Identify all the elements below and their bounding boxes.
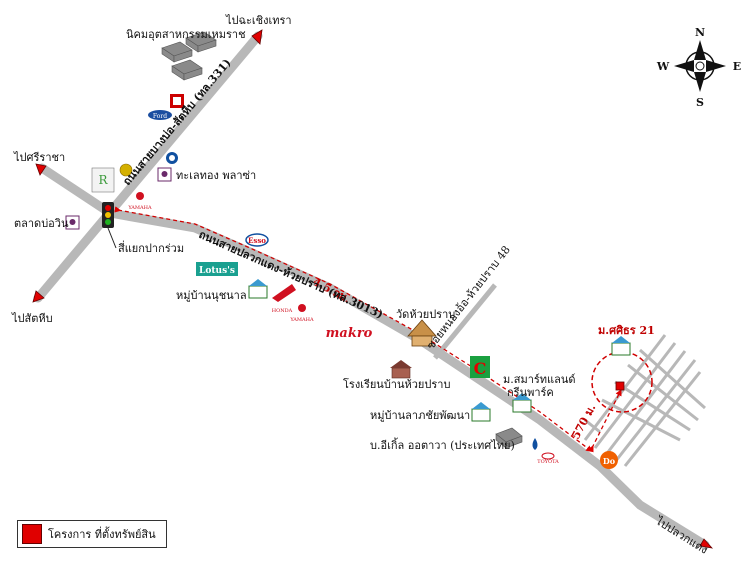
label-yaek-pak-ruam: สี่แยกปากร่วม bbox=[118, 240, 184, 255]
makro-logo: makro bbox=[326, 326, 373, 341]
label-school: โรงเรียนบ้านห้วยปราบ bbox=[343, 377, 450, 391]
water-drop-icon bbox=[532, 438, 538, 450]
arrow-sriracha-icon bbox=[35, 163, 47, 176]
label-dist-570: 570 ม. bbox=[569, 402, 598, 442]
svg-text:TOYOTA: TOYOTA bbox=[537, 459, 559, 465]
traffic-light-icon bbox=[102, 202, 117, 249]
label-industrial-estate: นิคมอุตสาหกรรมเหมราช bbox=[126, 28, 246, 41]
legend-swatch bbox=[22, 524, 42, 544]
label-road-soi: ซอยหนองอ้อ-ห้วยปราบ 48 bbox=[424, 243, 513, 352]
svg-text:YAMAHA: YAMAHA bbox=[127, 205, 152, 211]
destination-circle bbox=[591, 351, 653, 413]
compass-icon bbox=[674, 40, 726, 92]
compass-s: S bbox=[696, 96, 704, 109]
toyota-icon bbox=[541, 452, 555, 460]
svg-text:YAMAHA: YAMAHA bbox=[289, 317, 314, 323]
label-to-sriracha: ไปศรีราชา bbox=[13, 151, 65, 164]
arrow-pluak-daeng-icon bbox=[699, 538, 714, 549]
road-sriracha bbox=[37, 163, 115, 218]
factory-icons bbox=[161, 31, 217, 81]
label-to-sattahip: ไปสัตหีบ bbox=[11, 312, 53, 325]
label-eagle: บ.อีเกิ้ล ออตาวา (ประเทศไทย) bbox=[370, 437, 515, 452]
lotus-logo bbox=[196, 262, 238, 276]
property-marker bbox=[615, 381, 625, 391]
svg-text:R: R bbox=[98, 173, 108, 187]
legend: โครงการ ที่ตั้งทรัพย์สิน bbox=[17, 520, 167, 548]
village-lakchai-icon bbox=[471, 402, 491, 422]
label-talay-thong: ทะเลทอง พลาซ่า bbox=[176, 169, 256, 182]
arrow-sattahip-icon bbox=[32, 290, 45, 303]
compass-e: E bbox=[733, 60, 741, 73]
esso-icon bbox=[245, 233, 269, 247]
label-to-pluak-daeng: ไปปลวกแดง bbox=[653, 514, 711, 557]
compass-w: W bbox=[656, 60, 670, 73]
svg-text:Lotus's: Lotus's bbox=[199, 266, 235, 276]
temple-icon bbox=[407, 319, 437, 347]
school-icon bbox=[390, 360, 412, 379]
do-logo-icon bbox=[600, 451, 618, 469]
route-570m bbox=[587, 389, 622, 453]
eagle-factory-icon bbox=[495, 427, 523, 449]
coin-icon bbox=[119, 163, 133, 177]
label-to-chachoengsao: ไปฉะเชิงเทรา bbox=[225, 14, 292, 27]
label-mu-ban-lakchai: หมู่บ้านลาภชัยพัฒนา bbox=[370, 409, 470, 422]
label-smart-home: ม.สมาร์ทแลนด์ bbox=[503, 373, 576, 386]
store-logo bbox=[470, 356, 490, 378]
label-wat-huai-prab: วัดห้วยปราบ bbox=[396, 308, 455, 321]
arrow-chachoengsao-icon bbox=[251, 29, 263, 45]
compass-n: N bbox=[695, 26, 705, 39]
label-green-park: กรีนพาร์ค bbox=[507, 386, 554, 399]
ford-icon bbox=[148, 110, 172, 120]
building-icon bbox=[91, 167, 115, 193]
honda-icon bbox=[272, 284, 296, 302]
legend-text: โครงการ ที่ตั้งทรัพย์สิน bbox=[48, 528, 156, 541]
village-sasithon-icon bbox=[611, 336, 631, 356]
svg-text:HONDA: HONDA bbox=[272, 308, 293, 314]
road-arrows bbox=[32, 29, 714, 549]
label-m-sasithon: ม.ศศิธร 21 bbox=[598, 324, 655, 337]
svg-text:Do: Do bbox=[603, 456, 616, 466]
road-331 bbox=[33, 31, 263, 303]
label-mu-ban-nutchanan: หมู่บ้านนุชนาล bbox=[176, 289, 247, 302]
svg-text:Esso: Esso bbox=[248, 236, 266, 245]
yamaha-icon bbox=[136, 192, 144, 200]
ford-logo-text: Ford bbox=[153, 113, 167, 120]
label-talad-bowin: ตลาดบ่อวิน bbox=[14, 217, 69, 230]
svg-text:C: C bbox=[474, 359, 487, 378]
village-icon bbox=[248, 279, 268, 299]
roads bbox=[33, 31, 710, 550]
village-smart-icon bbox=[512, 393, 532, 413]
yamaha-2-icon bbox=[298, 304, 306, 312]
